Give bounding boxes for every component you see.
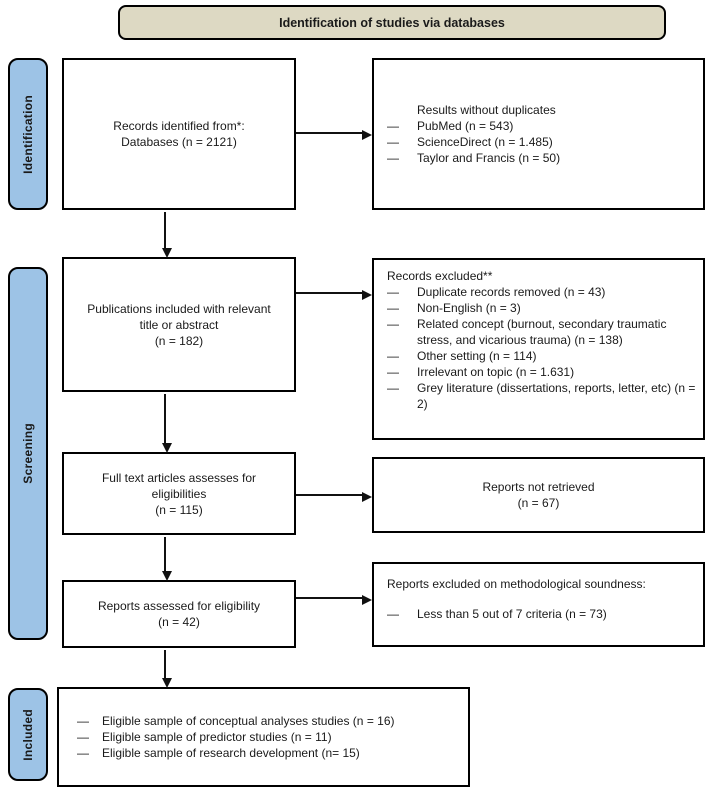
list-item-text: Irrelevant on topic (n = 1.631): [417, 365, 575, 379]
box-reports-assessed: Reports assessed for eligibility (n = 42…: [62, 580, 296, 648]
box-text-line: title or abstract: [139, 317, 219, 332]
dash-bullet: —: [77, 714, 89, 728]
list-item: — Duplicate records removed (n = 43): [387, 284, 697, 300]
box-text-line: eligibilities: [151, 486, 207, 501]
stage-label-text: Screening: [21, 423, 35, 484]
list-item-text: Non-English (n = 3): [417, 301, 521, 315]
box-publications-included: Publications included with relevant titl…: [62, 257, 296, 392]
stage-label-screening: Screening: [8, 267, 48, 640]
list-item-text: Related concept (burnout, secondary trau…: [417, 317, 667, 347]
list-item-text: Other setting (n = 114): [417, 349, 537, 363]
list-item: — ScienceDirect (n = 1.485): [387, 134, 697, 150]
box-reports-not-retrieved: Reports not retrieved (n = 67): [372, 457, 705, 533]
list-item-text: Taylor and Francis (n = 50): [417, 151, 561, 165]
dash-bullet: —: [387, 607, 399, 621]
list-item: — Other setting (n = 114): [387, 348, 697, 364]
list-item-text: Eligible sample of research development …: [102, 746, 360, 760]
list-item: — Irrelevant on topic (n = 1.631): [387, 364, 697, 380]
list-item-text: Duplicate records removed (n = 43): [417, 285, 606, 299]
stage-label-identification: Identification: [8, 58, 48, 210]
list-item: — Non-English (n = 3): [387, 300, 697, 316]
list-item: — Eligible sample of predictor studies (…: [77, 729, 462, 745]
list-item-text: ScienceDirect (n = 1.485): [417, 135, 553, 149]
arrow-right-records-to-results: [296, 130, 372, 140]
list-item: — Eligible sample of research developmen…: [77, 745, 462, 761]
dash-bullet: —: [387, 301, 399, 315]
box-text-line: Records identified from*:: [113, 119, 245, 133]
list-item: — Eligible sample of conceptual analyses…: [77, 713, 462, 729]
box-text-line: Reports not retrieved: [482, 480, 595, 494]
stage-label-text: Included: [21, 708, 35, 761]
box-text-line: Publications included with relevant: [87, 301, 271, 316]
dash-bullet: —: [387, 365, 399, 379]
list-item-text: PubMed (n = 543): [417, 119, 514, 133]
dash-bullet: —: [387, 317, 399, 331]
arrow-right-publications-to-excluded: [296, 290, 372, 300]
box-reports-excluded-methodological: Reports excluded on methodological sound…: [372, 562, 705, 647]
dash-bullet: —: [77, 746, 89, 760]
box-eligible-samples: — Eligible sample of conceptual analyses…: [57, 687, 470, 787]
list-item: — Taylor and Francis (n = 50): [387, 150, 697, 166]
list-item-text: Less than 5 out of 7 criteria (n = 73): [417, 607, 607, 621]
box-results-without-duplicates: Results without duplicates — PubMed (n =…: [372, 58, 705, 210]
arrow-down-assessed-to-eligible: [162, 650, 172, 688]
box-heading: Reports excluded on methodological sound…: [387, 577, 646, 591]
dash-bullet: —: [387, 151, 399, 165]
dash-bullet: —: [387, 381, 399, 395]
box-text-line: (n = 42): [158, 615, 200, 629]
box-heading: Records excluded**: [387, 269, 493, 283]
diagram-title-banner: Identification of studies via databases: [118, 5, 666, 40]
arrow-right-assessed-to-excluded: [296, 595, 372, 605]
box-text-line: (n = 115): [155, 502, 203, 517]
stage-label-included: Included: [8, 688, 48, 781]
box-text-line: (n = 67): [517, 496, 560, 510]
dash-bullet: —: [387, 135, 399, 149]
dash-bullet: —: [387, 119, 399, 133]
box-text-line: Reports assessed for eligibility: [97, 599, 261, 613]
arrow-down-fulltext-to-assessed: [162, 537, 172, 581]
dash-bullet: —: [77, 730, 89, 744]
dash-bullet: —: [387, 285, 399, 299]
arrow-right-fulltext-to-notretrieved: [296, 492, 372, 502]
list-item-text: Eligible sample of conceptual analyses s…: [102, 714, 395, 728]
box-records-identified: Records identified from*: Databases (n =…: [62, 58, 296, 210]
box-text-line: (n = 182): [154, 333, 204, 348]
arrow-down-records-to-publications: [162, 212, 172, 258]
diagram-title: Identification of studies via databases: [279, 15, 505, 30]
list-item-text: Grey literature (dissertations, reports,…: [417, 381, 696, 411]
arrow-down-publications-to-fulltext: [162, 394, 172, 453]
box-full-text-assessed: Full text articles assesses for eligibil…: [62, 452, 296, 535]
list-item: — Grey literature (dissertations, report…: [387, 380, 697, 412]
box-records-excluded: Records excluded** — Duplicate records r…: [372, 258, 705, 440]
box-text-line: Full text articles assesses for: [101, 470, 257, 485]
box-text-line: Databases (n = 2121): [121, 135, 237, 149]
list-item-text: Eligible sample of predictor studies (n …: [102, 730, 332, 744]
list-item: — Related concept (burnout, secondary tr…: [387, 316, 697, 348]
list-item: — Less than 5 out of 7 criteria (n = 73): [387, 606, 697, 622]
dash-bullet: —: [387, 349, 399, 363]
stage-label-text: Identification: [21, 94, 35, 174]
list-item: — PubMed (n = 543): [387, 118, 697, 134]
box-heading: Results without duplicates: [417, 103, 556, 117]
